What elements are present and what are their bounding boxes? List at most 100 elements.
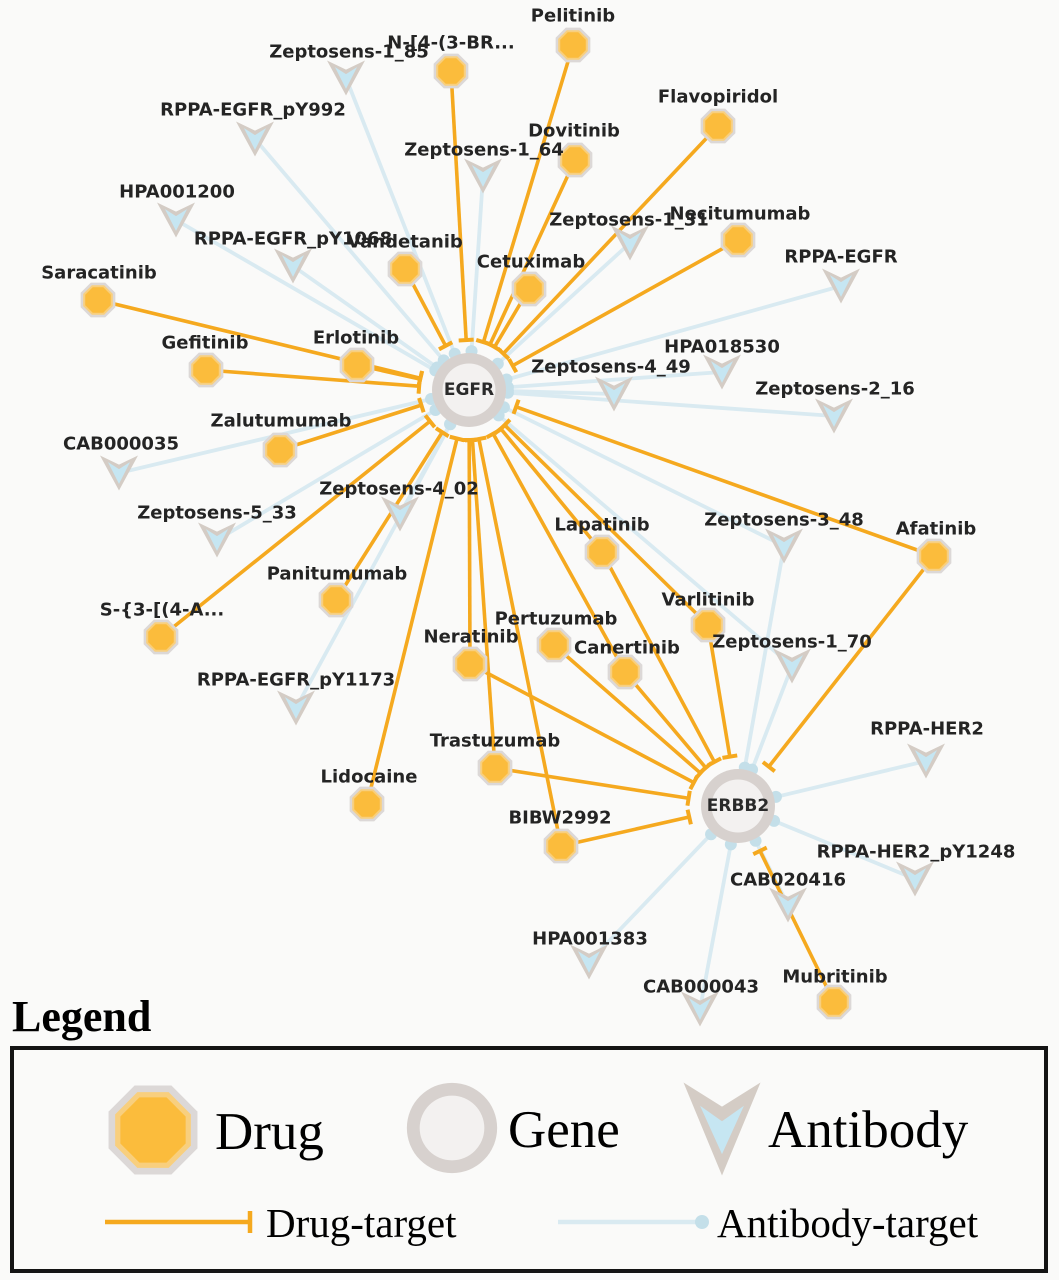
drug-label: Zalutumumab (211, 411, 352, 432)
drug-target-edge (758, 850, 836, 1003)
drug-node-Trastuzumab[interactable] (477, 750, 513, 786)
antibody-label: Zeptosens-4_02 (319, 479, 479, 500)
antibody-node-CAB000035[interactable] (100, 455, 138, 491)
antibody-label: RPPA-EGFR_pY1068 (194, 229, 392, 250)
drug-target-edge-tee (417, 397, 426, 413)
drug-label: S-{3-[(4-A... (100, 600, 224, 621)
drug-node-Dovitinib[interactable] (557, 142, 593, 178)
drug-target-edge (481, 44, 575, 343)
drug-node-Afatinib[interactable] (916, 538, 952, 574)
antibody-target-edge (216, 408, 437, 542)
antibody-label: Zeptosens-1_31 (549, 210, 709, 231)
drug-label: Mubritinib (782, 967, 887, 988)
antibody-target-edge (587, 832, 713, 964)
antibody-node-RPPA-EGFR_pY1173[interactable] (277, 690, 315, 726)
drug-label: Gefitinib (162, 333, 249, 354)
antibody-label: Zeptosens-4_49 (531, 357, 691, 378)
drug-node-Necitumumab[interactable] (720, 222, 756, 258)
drug-target-edge (560, 815, 690, 848)
legend: Legend Drug Gene Antibody Drug-target An… (10, 992, 1048, 1273)
gene-node-ERBB2[interactable] (701, 769, 775, 843)
drug-node-Canertinib[interactable] (607, 654, 643, 690)
drug-target-edge (469, 662, 695, 785)
drug-node-Gefitinib[interactable] (188, 352, 224, 388)
drug-node-Lidocaine[interactable] (349, 786, 385, 822)
antibody-node-Zeptosens-1_31[interactable] (611, 225, 649, 261)
antibody-chevron-fill (164, 209, 188, 231)
drug-target-edge (477, 438, 563, 847)
drug-node-Pelitinib[interactable] (555, 27, 591, 63)
antibody-node-CAB000043[interactable] (681, 991, 719, 1027)
drug-target-edge (623, 670, 708, 769)
drug-target-edge (503, 423, 710, 627)
antibody-node-HPA018530[interactable] (703, 354, 741, 390)
drug-label: Afatinib (896, 519, 977, 540)
antibody-node-Zeptosens-1_85[interactable] (327, 60, 365, 96)
drug-node-Mubritinib[interactable] (816, 984, 852, 1020)
antibody-node-Zeptosens-4_02[interactable] (381, 496, 419, 532)
antibody-chevron-fill (700, 1105, 744, 1155)
drug-label: Lidocaine (321, 767, 418, 788)
antibody-target-edge (698, 843, 733, 1010)
drug-node-N-[4-(3-BR...[interactable] (433, 53, 469, 89)
drug-target-edge (515, 405, 935, 558)
antibody-label: CAB000035 (63, 434, 179, 455)
drug-node-Flavopiridol[interactable] (700, 108, 736, 144)
antibody-chevron-fill (243, 128, 267, 150)
drug-node-Zalutumumab[interactable] (262, 432, 298, 468)
legend-antibody-target-dot (695, 1215, 709, 1229)
gene-inner (442, 363, 496, 417)
antibody-node-RPPA-HER2[interactable] (907, 743, 945, 779)
antibody-chevron-fill (471, 165, 495, 187)
antibody-node-Zeptosens-1_64[interactable] (464, 158, 502, 194)
drug-node-Neratinib[interactable] (452, 646, 488, 682)
drug-node-Varlitinib[interactable] (690, 607, 726, 643)
gene-node-EGFR[interactable] (432, 353, 506, 427)
antibody-node-Zeptosens-2_16[interactable] (815, 398, 853, 434)
drug-octagon-core (589, 539, 615, 565)
antibody-label: Zeptosens-1_85 (269, 42, 429, 63)
antibody-node-RPPA-EGFR_pY992[interactable] (236, 121, 274, 157)
antibody-target-edge (507, 370, 723, 390)
drug-label: Necitumumab (670, 204, 811, 225)
legend-icons (105, 1082, 761, 1233)
antibody-target-edge (291, 264, 439, 370)
drug-target-edge (511, 238, 739, 368)
antibody-chevron-fill (388, 503, 412, 525)
drug-label: Panitumumab (267, 564, 408, 585)
drug-target-edge (365, 438, 459, 805)
antibody-node-RPPA-EGFR_pY1068[interactable] (274, 248, 312, 284)
antibody-node-Zeptosens-5_33[interactable] (198, 522, 236, 558)
antibody-node-HPA001200[interactable] (157, 202, 195, 238)
drug-node-S-{3-[(4-A...[interactable] (143, 619, 179, 655)
legend-label-antibody: Antibody (768, 1101, 969, 1159)
antibody-chevron-fill (914, 750, 938, 772)
drug-node-Lapatinib[interactable] (584, 534, 620, 570)
drug-target-edge-tee (434, 426, 450, 438)
drug-node-Vandetanib[interactable] (387, 251, 423, 287)
drug-node-Cetuximab[interactable] (511, 271, 547, 307)
antibody-node-Zeptosens-3_48[interactable] (765, 528, 803, 564)
drug-node-Erlotinib[interactable] (339, 347, 375, 383)
antibody-node-Zeptosens-4_49[interactable] (595, 376, 633, 412)
legend-label-gene: Gene (508, 1101, 620, 1159)
antibody-node-HPA001383[interactable] (570, 944, 608, 980)
drug-node-BIBW2992[interactable] (543, 828, 579, 864)
antibody-node-CAB020416[interactable] (769, 887, 807, 923)
drug-node-Panitumumab[interactable] (318, 582, 354, 618)
antibody-chevron-fill (772, 535, 796, 557)
drug-node-Saracatinib[interactable] (80, 282, 116, 318)
antibody-node-RPPA-EGFR[interactable] (822, 268, 860, 304)
legend-label-drug: Drug (215, 1103, 324, 1161)
antibody-target-edge (496, 241, 632, 366)
drug-target-edge-tee (438, 340, 454, 352)
drug-node-Pertuzumab[interactable] (536, 627, 572, 663)
antibody-label: RPPA-EGFR_pY992 (160, 100, 346, 121)
drug-octagon-core (193, 357, 219, 383)
antibody-node-RPPA-HER2_pY1248[interactable] (896, 861, 934, 897)
antibody-chevron-fill (822, 405, 846, 427)
legend-drug-icon (108, 1085, 198, 1175)
antibody-node-Zeptosens-1_70[interactable] (773, 648, 811, 684)
